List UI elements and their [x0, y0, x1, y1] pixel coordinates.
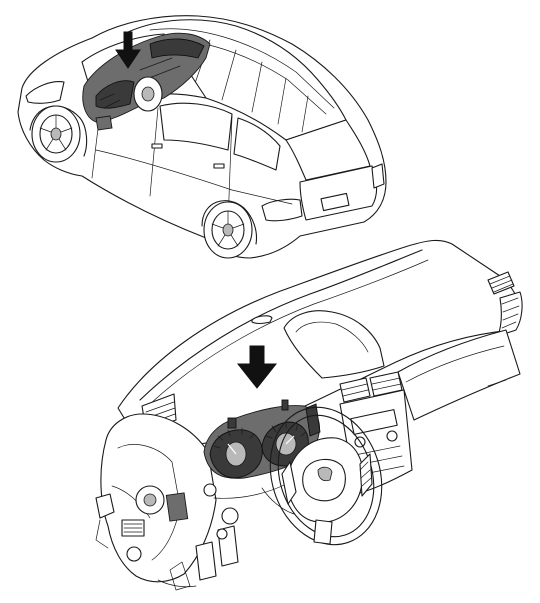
- door-handle: [151, 143, 163, 149]
- connector-block: [165, 492, 189, 522]
- down-arrow-icon: [115, 31, 141, 69]
- center-air-vent: [339, 371, 403, 403]
- vehicle-front-wheel: [29, 105, 88, 163]
- vehicle-rear-wheel: [201, 200, 258, 259]
- center-display-housing: [283, 310, 385, 379]
- headlight: [25, 81, 65, 104]
- tail-light: [261, 198, 303, 222]
- speaker-grille: [487, 271, 515, 295]
- vehicle-side-window: [233, 117, 281, 171]
- defroster-vent: [251, 315, 273, 325]
- vehicle-dashboard-highlight: [82, 32, 211, 131]
- down-arrow-icon: [236, 345, 278, 389]
- steering-spoke: [313, 519, 333, 545]
- brand-crest-icon: [317, 466, 333, 482]
- door-handle: [213, 163, 225, 169]
- tail-light: [371, 163, 385, 189]
- dashboard-illustration: [95, 239, 523, 591]
- vehicle-illustration: [17, 15, 387, 259]
- instrument-cluster-highlight: [203, 399, 321, 479]
- right-air-vent: [497, 291, 523, 337]
- glove-box: [397, 329, 521, 421]
- steering-wheel: [261, 406, 383, 546]
- roof-rail: [149, 28, 335, 109]
- vehicle-side-window: [159, 102, 233, 151]
- license-plate: [320, 192, 350, 212]
- steering-spoke: [281, 461, 297, 505]
